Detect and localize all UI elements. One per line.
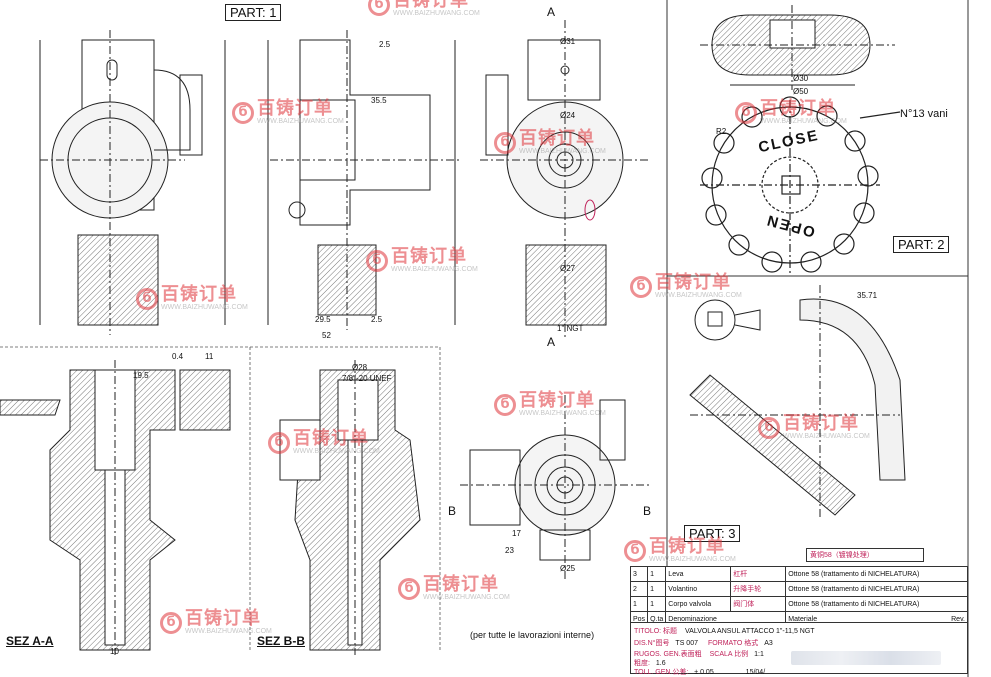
section-bb-label: SEZ B-B — [257, 634, 305, 648]
dim-label: 1" NGT — [557, 324, 584, 333]
bom-name: Corpo valvola — [665, 596, 732, 612]
dim-label: 17 — [512, 529, 521, 538]
part2-knob-wheel — [700, 96, 901, 275]
title-value: VALVOLA ANSUL ATTACCO 1"-11,5 NGT — [685, 628, 815, 635]
bom-pos: 2 — [629, 581, 649, 597]
scale-value: 1:1 — [754, 651, 764, 658]
tolerance-value: ± 0.05 — [694, 669, 714, 676]
knob-vani-label: N°13 vani — [900, 108, 948, 120]
bom-pos: 3 — [629, 566, 649, 582]
drawing-number-value: TS 007 — [675, 640, 698, 647]
dim-label: 29.5 — [315, 315, 331, 324]
part2-label: PART: 2 — [893, 236, 950, 253]
dim-label: 10 — [110, 647, 119, 656]
bom-name-cn: 阀门体 — [730, 596, 787, 612]
dim-label: Ø27 — [560, 264, 576, 273]
dim-label: Ø25 — [560, 564, 576, 573]
dim-label: 23 — [505, 546, 514, 555]
dim-label: Ø50 — [793, 87, 809, 96]
part3-label: PART: 3 — [684, 525, 741, 542]
dim-label: 35.71 — [857, 291, 878, 300]
title-block: TITOLO: 标题 VALVOLA ANSUL ATTACCO 1"-11,5… — [630, 622, 968, 676]
section-mark-b-right: B — [643, 504, 652, 518]
section-aa-label: SEZ A-A — [6, 634, 54, 648]
bom-material: Ottone 58 (trattamento di NICHELATURA) — [785, 566, 968, 582]
format-label: FORMATO 格式 — [707, 640, 759, 647]
bom-name: Leva — [665, 566, 732, 582]
roughness-value-label: 粗度: — [634, 660, 650, 667]
bom-header-rev: Rev. — [951, 615, 965, 623]
blurred-region — [791, 651, 941, 665]
dim-label: Ø30 — [793, 74, 809, 83]
material-tag: 黄铜58（镀镍处理） — [806, 548, 924, 562]
bom-name-cn: 杠杆 — [730, 566, 787, 582]
part3-lever — [689, 285, 906, 520]
dim-label: 0.4 — [172, 352, 184, 361]
part1-label: PART: 1 — [225, 4, 282, 21]
title-label: TITOLO: 标题 — [634, 628, 678, 635]
section-bb-drawing — [279, 360, 421, 655]
dim-label: R2 — [716, 127, 727, 136]
dim-label: 11 — [205, 352, 214, 361]
part1-front-view — [39, 30, 226, 335]
dim-label: Ø28 — [352, 363, 368, 372]
dim-label: Ø24 — [560, 111, 576, 120]
table-row: 2 1 Volantino 升降手轮 Ottone 58 (trattament… — [629, 581, 968, 597]
bom-header-material-label: Materiale — [788, 615, 818, 623]
table-row: 3 1 Leva 杠杆 Ottone 58 (trattamento di NI… — [629, 566, 968, 582]
machining-note: (per tutte le lavorazioni interne) — [470, 630, 595, 640]
scale-label: SCALA 比例 — [709, 651, 749, 658]
dim-label: 2.5 — [379, 40, 391, 49]
part1-side-view — [267, 30, 460, 330]
bom-pos: 1 — [629, 596, 649, 612]
bom-material: Ottone 58 (trattamento di NICHELATURA) — [785, 596, 968, 612]
table-row: 1 1 Corpo valvola 阀门体 Ottone 58 (trattam… — [629, 596, 968, 612]
section-aa-drawing — [0, 360, 231, 655]
section-mark-a-bottom: A — [547, 335, 556, 349]
dim-label: 2.5 — [371, 315, 383, 324]
tolerance-label: TOLL. GEN.公差: — [634, 669, 689, 676]
dim-label: 19.5 — [133, 371, 149, 380]
bom-qty: 1 — [647, 566, 667, 582]
dim-label: 7/8"-20 UNEF — [342, 374, 392, 383]
format-value: A3 — [764, 640, 773, 647]
part1-bottom-view — [460, 395, 650, 580]
bom-material: Ottone 58 (trattamento di NICHELATURA) — [785, 581, 968, 597]
bom-name: Volantino — [665, 581, 732, 597]
dim-label: Ø31 — [560, 37, 576, 46]
knob-lobes — [701, 96, 879, 273]
roughness-value: 1.6 — [655, 660, 666, 667]
part2-knob-top — [700, 5, 895, 90]
dim-label: 35.5 — [371, 96, 387, 105]
bom-qty: 1 — [647, 596, 667, 612]
dim-label: 52 — [322, 331, 331, 340]
bom-qty: 1 — [647, 581, 667, 597]
bill-of-materials: 3 1 Leva 杠杆 Ottone 58 (trattamento di NI… — [629, 566, 968, 627]
date-value: 15/04/ — [745, 669, 766, 676]
part1-rear-view — [480, 20, 650, 340]
section-mark-a-top: A — [547, 5, 556, 19]
section-mark-b-left: B — [448, 504, 457, 518]
bom-name-cn: 升降手轮 — [730, 581, 787, 597]
drawing-number-label: DIS.N°图号 — [634, 640, 670, 647]
roughness-label: RUGOS. GEN.表面粗 — [634, 651, 702, 658]
